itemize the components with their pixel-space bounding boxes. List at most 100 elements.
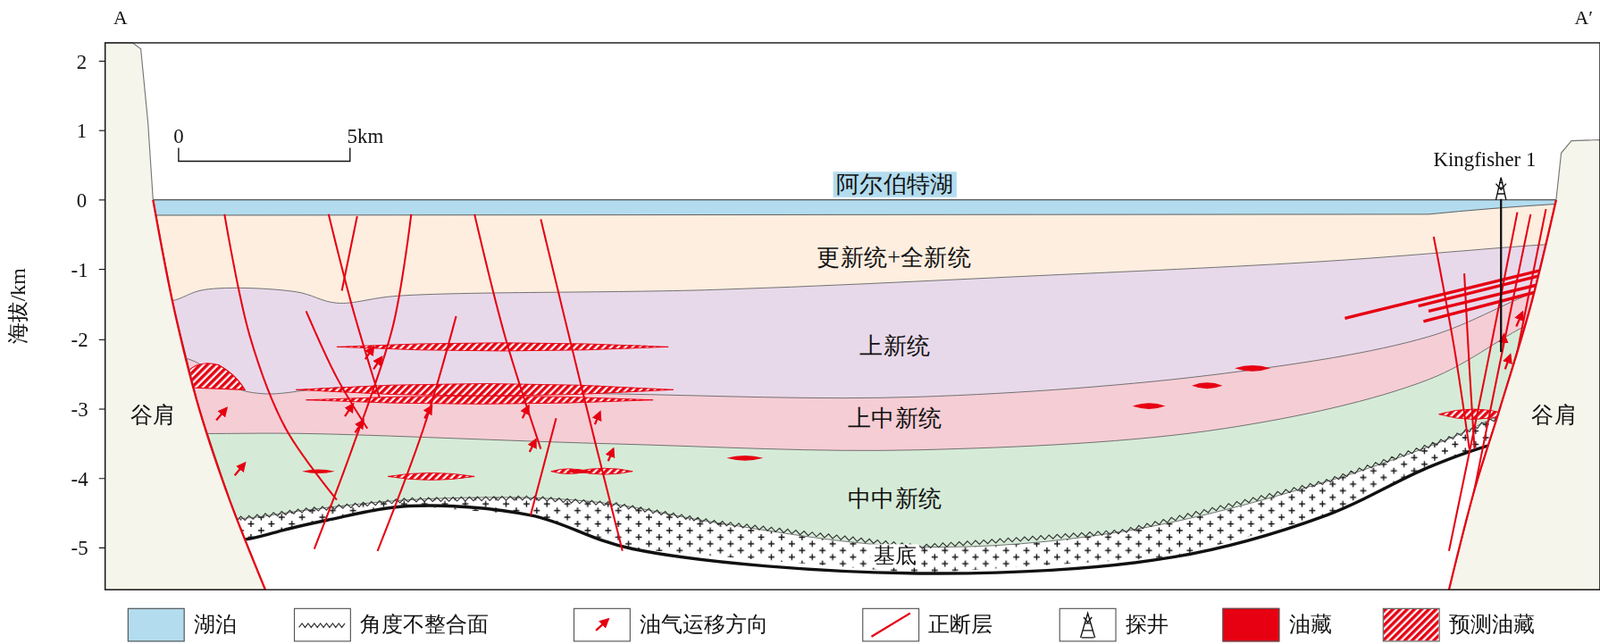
migration-arrow (608, 449, 614, 462)
normal-fault (1449, 200, 1557, 590)
normal-fault (474, 214, 541, 450)
axis-tick (99, 130, 106, 132)
legend-text: 正断层 (928, 610, 993, 639)
normal-fault (224, 214, 337, 501)
legend-sample (1060, 608, 1116, 640)
stratum-name: 基底 (870, 544, 920, 568)
oil-reservoir (1234, 365, 1271, 372)
legend-text: 油气运移方向 (639, 610, 769, 639)
legend-text: 预测油藏 (1449, 610, 1535, 639)
legend-sample (862, 608, 919, 640)
normal-fault (314, 214, 412, 550)
legend-item: 湖泊 (127, 605, 237, 643)
section-label: Kingfisher 1 (1430, 148, 1540, 171)
quaternary-layer (116, 200, 1585, 309)
stratum-name: 上中新统 (845, 405, 946, 432)
migration-arrow (1505, 354, 1511, 369)
axis-tick (99, 408, 106, 410)
oil-reservoir (1423, 291, 1541, 322)
stratum-name: 上新统 (856, 333, 934, 360)
legend-swatch (862, 607, 920, 642)
legend-swatch (1382, 607, 1441, 642)
basement-base (122, 428, 1582, 574)
migration-arrow (354, 420, 363, 434)
frame (105, 42, 1600, 590)
oil-reservoir (566, 469, 593, 474)
normal-fault (306, 310, 369, 428)
legend-item: 油气运移方向 (573, 605, 769, 643)
axis-tick (99, 547, 106, 549)
well-bore (1499, 199, 1502, 352)
lake (152, 200, 1557, 216)
rift-shoulder (1449, 139, 1600, 590)
axis-value: -2 (71, 328, 89, 352)
unconformity (122, 401, 1578, 549)
axis-value: 0 (76, 188, 87, 211)
migration-arrow (522, 406, 529, 419)
predicted-reservoir (186, 363, 245, 391)
legend-item: 油藏 (1222, 605, 1332, 643)
predicted-reservoir (387, 472, 475, 480)
oil-reservoir (1191, 382, 1223, 389)
strata (105, 200, 1600, 590)
axis-value: -1 (71, 258, 89, 281)
section-label: 谷肩 (1531, 402, 1576, 428)
normal-fault (540, 219, 622, 552)
section-label: A (113, 8, 128, 30)
section-label: 海拔/km (6, 268, 30, 344)
migration-arrow (594, 411, 601, 425)
rift-shoulder (105, 42, 266, 590)
upper-miocene-layer (108, 200, 1588, 452)
migration-arrow (216, 408, 227, 421)
normal-fault (377, 316, 457, 552)
axis-tick (99, 339, 106, 341)
legend-text: 油藏 (1289, 610, 1332, 639)
axis-value: 1 (76, 119, 87, 143)
scale-bar (178, 148, 351, 162)
normal-fault (342, 216, 358, 291)
oil-reservoir (1132, 402, 1166, 410)
predicted-reservoir (295, 383, 674, 396)
section-label: 谷肩 (130, 402, 176, 428)
axis-tick (99, 60, 106, 62)
axis-value: -3 (71, 397, 89, 420)
normal-fault (1433, 236, 1470, 450)
legend-item: 角度不整合面 (293, 605, 489, 643)
migration-arrow (365, 346, 374, 360)
migration-arrow (1516, 312, 1523, 327)
legend-swatch (293, 607, 352, 642)
axis-value: 2 (76, 50, 87, 73)
migration-arrow (529, 439, 537, 453)
axis-value: -5 (71, 536, 89, 560)
legend-swatch (1059, 607, 1117, 642)
legend-swatch (127, 607, 185, 642)
section-label: A′ (1574, 8, 1593, 30)
migration-arrow (1502, 335, 1504, 348)
legend-text: 湖泊 (193, 610, 237, 639)
stratum-name: 中中新统 (845, 485, 946, 512)
section-label: 5km (347, 124, 385, 147)
pliocene-layer (113, 200, 1587, 399)
legend-item: 探井 (1059, 605, 1169, 643)
legend-sample (574, 608, 630, 640)
normal-fault (152, 200, 266, 590)
legend-swatch (1222, 607, 1280, 642)
migration-arrow (424, 406, 432, 419)
axis-tick (99, 199, 106, 201)
migration-arrow (344, 403, 353, 417)
legend-sample (1383, 608, 1440, 640)
axis-value: -4 (71, 467, 89, 490)
oil-reservoir (301, 469, 336, 474)
legend-item: 预测油藏 (1382, 605, 1535, 643)
stratum-name: 更新统+全新统 (813, 245, 974, 272)
legend-item: 正断层 (862, 605, 993, 643)
legend-swatch (573, 607, 631, 642)
migration-arrow (373, 357, 382, 370)
migration-arrow (234, 463, 245, 477)
legend-sample (294, 608, 351, 640)
normal-fault (530, 418, 557, 516)
section-label: 0 (173, 124, 184, 147)
derrick-symbol (1495, 177, 1506, 201)
